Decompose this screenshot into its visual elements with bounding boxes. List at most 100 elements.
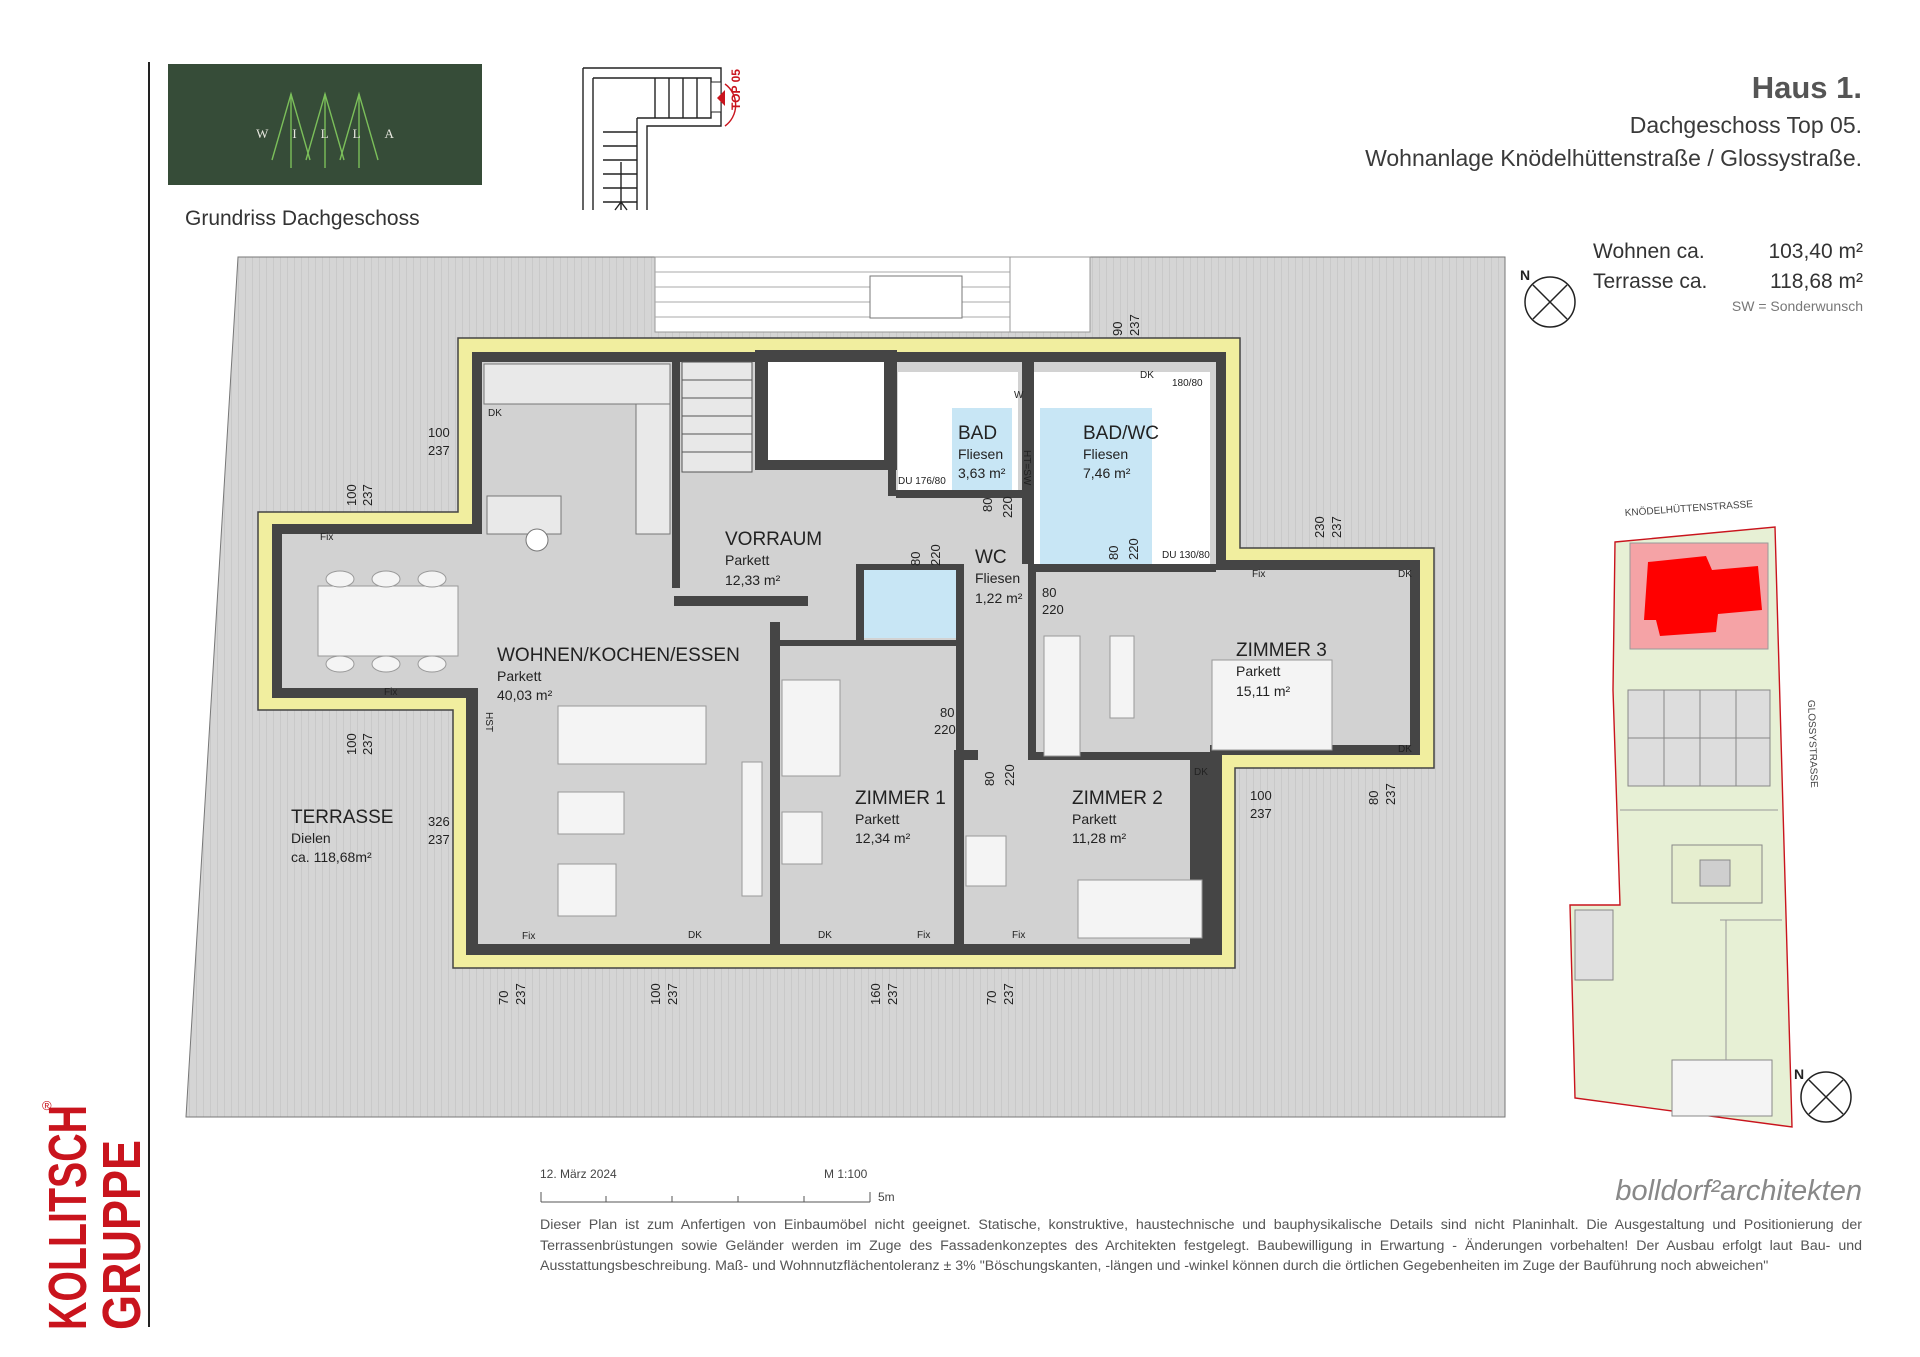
svg-text:Parkett: Parkett bbox=[725, 552, 769, 568]
svg-text:KOLLITSCH: KOLLITSCH bbox=[38, 1105, 98, 1330]
terrasse-area-value: 118,68 m² bbox=[1770, 270, 1863, 293]
room-name-vorraum: VORRAUM bbox=[725, 529, 822, 550]
svg-text:180/80: 180/80 bbox=[1172, 378, 1203, 389]
willa-logo: WILLA bbox=[168, 64, 482, 185]
svg-text:N: N bbox=[1520, 267, 1530, 283]
svg-text:237: 237 bbox=[428, 832, 450, 847]
svg-text:W: W bbox=[1014, 390, 1024, 401]
svg-text:Parkett: Parkett bbox=[497, 668, 541, 684]
floor-subtitle: Dachgeschoss Top 05. bbox=[1629, 112, 1862, 138]
house-title: Haus 1. bbox=[1751, 70, 1862, 105]
vertical-divider-line bbox=[148, 62, 150, 1327]
svg-text:DK: DK bbox=[1398, 744, 1412, 755]
room-name-zimmer1: ZIMMER 1 bbox=[855, 788, 946, 809]
svg-text:230: 230 bbox=[1312, 516, 1327, 538]
svg-text:237: 237 bbox=[665, 983, 680, 1005]
svg-text:DK: DK bbox=[1194, 767, 1208, 778]
architect-name: bolldorf²architekten bbox=[1615, 1175, 1862, 1207]
svg-text:DK: DK bbox=[1140, 370, 1154, 381]
svg-text:220: 220 bbox=[1042, 602, 1064, 617]
svg-text:11,28 m²: 11,28 m² bbox=[1072, 830, 1127, 846]
svg-text:80: 80 bbox=[940, 705, 954, 720]
svg-text:Parkett: Parkett bbox=[1236, 663, 1280, 679]
svg-text:326: 326 bbox=[428, 814, 450, 829]
room-name-zimmer3: ZIMMER 3 bbox=[1236, 640, 1327, 661]
bad-tiles bbox=[952, 408, 1012, 492]
svg-text:220: 220 bbox=[928, 544, 943, 566]
plan-date: 12. März 2024 bbox=[540, 1167, 617, 1181]
svg-text:Parkett: Parkett bbox=[1072, 811, 1116, 827]
svg-text:237: 237 bbox=[885, 983, 900, 1005]
svg-text:1,22 m²: 1,22 m² bbox=[975, 590, 1023, 606]
svg-text:DU 130/80: DU 130/80 bbox=[1162, 550, 1210, 561]
svg-text:DK: DK bbox=[688, 930, 702, 941]
stair-key-diagram: TOP 05 bbox=[582, 67, 743, 211]
svg-text:237: 237 bbox=[1383, 783, 1398, 805]
svg-text:80: 80 bbox=[908, 552, 923, 566]
svg-text:DK: DK bbox=[818, 930, 832, 941]
area-summary: Wohnen ca.103,40 m² Terrasse ca.118,68 m… bbox=[1593, 240, 1863, 314]
svg-text:Fliesen: Fliesen bbox=[975, 570, 1020, 586]
street-label-right: GLOSSYSTRASSE bbox=[1805, 700, 1819, 788]
svg-text:100: 100 bbox=[344, 484, 359, 506]
svg-text:15,11 m²: 15,11 m² bbox=[1236, 683, 1291, 699]
svg-text:220: 220 bbox=[1002, 764, 1017, 786]
room-name-bad: BAD bbox=[958, 423, 997, 444]
svg-text:80: 80 bbox=[1106, 546, 1121, 560]
plan-caption: Grundriss Dachgeschoss bbox=[185, 207, 420, 230]
terrasse-area-label: Terrasse ca. bbox=[1593, 270, 1708, 293]
room-name-wc: WC bbox=[975, 547, 1007, 568]
svg-text:12,34 m²: 12,34 m² bbox=[855, 830, 911, 846]
compass-north-icon: N bbox=[1520, 267, 1576, 328]
svg-text:3,63 m²: 3,63 m² bbox=[958, 465, 1006, 481]
svg-text:237: 237 bbox=[1127, 314, 1142, 336]
wc-tiles bbox=[864, 570, 956, 638]
plan-scale: M 1:100 bbox=[824, 1167, 868, 1181]
highlighted-building bbox=[1644, 556, 1762, 636]
svg-text:100: 100 bbox=[428, 425, 450, 440]
room-name-zimmer2: ZIMMER 2 bbox=[1072, 788, 1163, 809]
compass-north-icon-2: N bbox=[1794, 1066, 1852, 1123]
svg-text:DU 176/80: DU 176/80 bbox=[898, 476, 946, 487]
svg-text:160: 160 bbox=[868, 983, 883, 1005]
svg-text:237: 237 bbox=[428, 443, 450, 458]
room-name-terrasse: TERRASSE bbox=[291, 807, 393, 828]
svg-text:HT=SW: HT=SW bbox=[1021, 450, 1032, 486]
svg-text:N: N bbox=[1794, 1066, 1804, 1082]
svg-text:220: 220 bbox=[934, 722, 956, 737]
svg-text:237: 237 bbox=[1329, 516, 1344, 538]
svg-text:12,33 m²: 12,33 m² bbox=[725, 572, 781, 588]
svg-text:7,46 m²: 7,46 m² bbox=[1083, 465, 1131, 481]
svg-text:Fliesen: Fliesen bbox=[1083, 446, 1128, 462]
svg-text:DK: DK bbox=[1398, 569, 1412, 580]
svg-text:Fix: Fix bbox=[320, 532, 333, 543]
svg-text:Fix: Fix bbox=[917, 930, 930, 941]
svg-text:Fix: Fix bbox=[1252, 569, 1265, 580]
header: Haus 1. Dachgeschoss Top 05. Wohnanlage … bbox=[1365, 70, 1862, 172]
svg-text:90: 90 bbox=[1110, 322, 1125, 336]
svg-text:70: 70 bbox=[984, 991, 999, 1005]
svg-text:237: 237 bbox=[513, 983, 528, 1005]
site-boundary bbox=[1569, 526, 1793, 1128]
svg-text:237: 237 bbox=[360, 733, 375, 755]
floor-plan: WOHNEN/KOCHEN/ESSEN Parkett 40,03 m² VOR… bbox=[185, 256, 1506, 1118]
street-label-top: KNÖDELHÜTTENSTRASSE bbox=[1624, 498, 1753, 519]
registered-mark: ® bbox=[42, 1098, 52, 1113]
logo-word: WILLA bbox=[256, 126, 418, 141]
site-plan: KNÖDELHÜTTENSTRASSE GLOSSYSTRASSE bbox=[1569, 498, 1819, 1128]
wohnen-area-value: 103,40 m² bbox=[1768, 240, 1863, 263]
svg-text:237: 237 bbox=[360, 484, 375, 506]
room-name-wohnen: WOHNEN/KOCHEN/ESSEN bbox=[497, 645, 740, 666]
svg-text:80: 80 bbox=[982, 772, 997, 786]
room-name-badwc: BAD/WC bbox=[1083, 423, 1159, 444]
svg-text:Dielen: Dielen bbox=[291, 830, 331, 846]
svg-text:HST: HST bbox=[483, 712, 494, 732]
disclaimer-text: Dieser Plan ist zum Anfertigen von Einba… bbox=[540, 1217, 1862, 1274]
scale-bar bbox=[540, 1192, 871, 1203]
svg-text:ca. 118,68m²: ca. 118,68m² bbox=[291, 849, 372, 865]
svg-text:40,03 m²: 40,03 m² bbox=[497, 687, 553, 703]
svg-text:Fliesen: Fliesen bbox=[958, 446, 1003, 462]
svg-text:100: 100 bbox=[1250, 788, 1272, 803]
badwc-tiles bbox=[1040, 408, 1152, 564]
project-subtitle: Wohnanlage Knödelhüttenstraße / Glossyst… bbox=[1365, 145, 1862, 171]
